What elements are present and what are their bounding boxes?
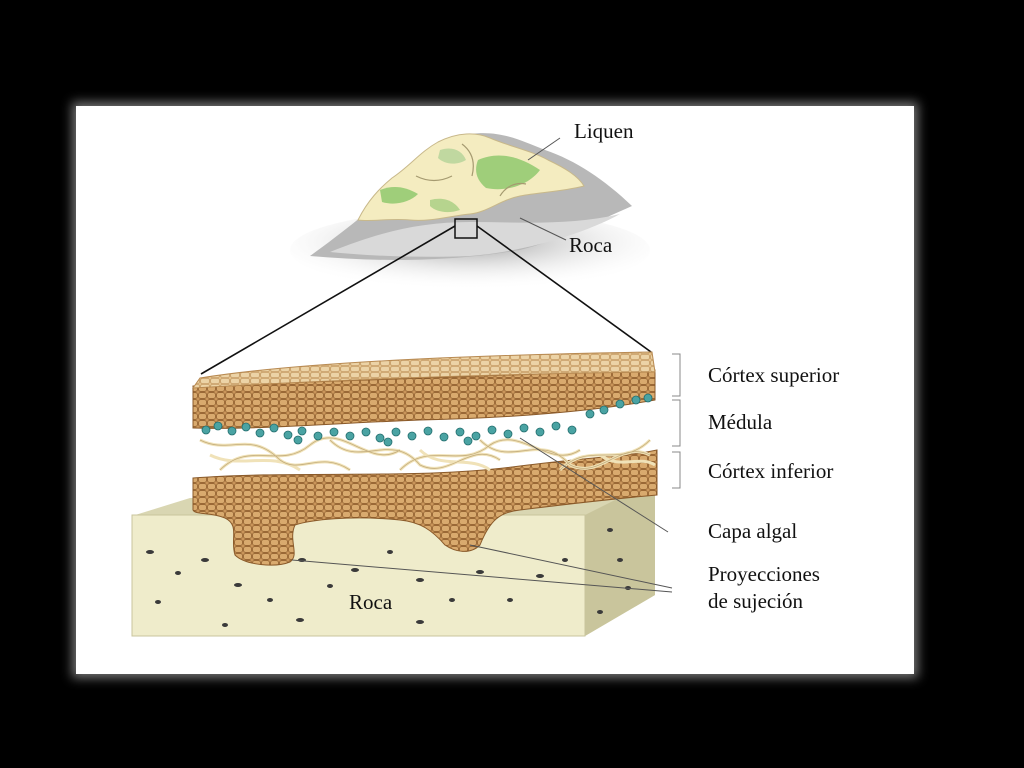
label-lower-cortex: Córtex inferior (708, 459, 834, 483)
label-rock-top: Roca (569, 233, 613, 257)
label-algal-layer: Capa algal (708, 519, 798, 543)
lichen-thallus (357, 133, 585, 222)
label-lichen: Liquen (574, 119, 634, 143)
zoom-line-right (476, 225, 652, 353)
leader-lines (291, 137, 673, 593)
zoom-line-left (200, 225, 456, 375)
medulla-hyphae-outline (199, 437, 651, 471)
layer-brackets (672, 353, 681, 489)
label-upper-cortex: Córtex superior (708, 363, 840, 387)
label-rock-block: Roca (349, 590, 393, 614)
algal-layer-cells (201, 393, 653, 447)
upper-cortex-layer (191, 351, 656, 429)
rock-block (131, 480, 655, 637)
lower-cortex-layer (192, 449, 658, 566)
zoom-box (454, 218, 478, 239)
label-attachment-projections-line1: Proyecciones (708, 562, 820, 586)
label-attachment-projections-line2: de sujeción (708, 589, 804, 613)
label-medulla: Médula (708, 410, 773, 434)
